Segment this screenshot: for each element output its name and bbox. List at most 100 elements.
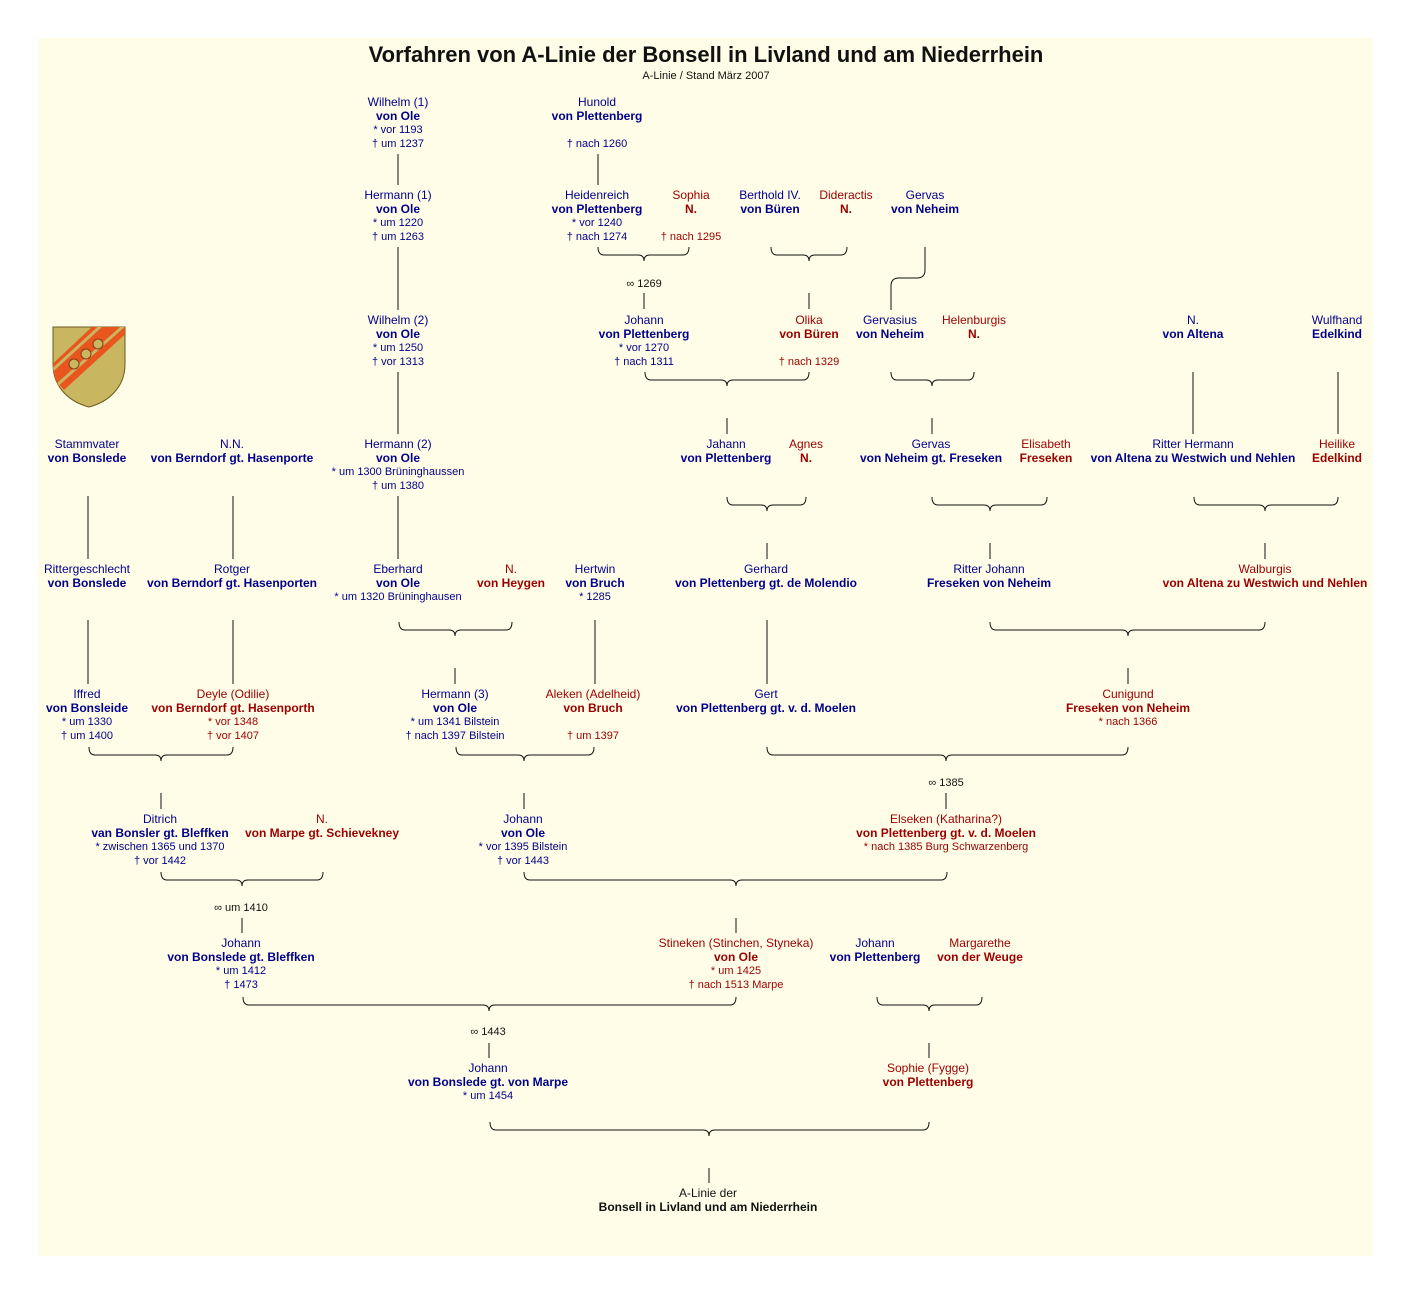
person-date: † 1473 bbox=[224, 979, 258, 991]
person-name: Gerhard bbox=[743, 562, 789, 576]
connector bbox=[489, 1121, 930, 1137]
marriage-label: ∞ 1385 bbox=[928, 777, 964, 789]
connector bbox=[160, 871, 324, 887]
person-hermann1: Hermann (1)von Ole* um 1220† um 1263 bbox=[364, 188, 431, 244]
person-deyle: Deyle (Odilie)von Berndorf gt. Hasenport… bbox=[151, 687, 314, 743]
person-name: Johann bbox=[624, 313, 664, 327]
person-name: Olika bbox=[795, 313, 823, 327]
person-date: † nach 1274 bbox=[566, 231, 628, 243]
person-name: Hunold bbox=[577, 95, 617, 109]
person-name: Ritter Hermann bbox=[1152, 437, 1234, 451]
person-name: Berthold IV. bbox=[739, 188, 801, 202]
person-name: Johann bbox=[468, 1061, 508, 1075]
connector bbox=[766, 746, 1129, 762]
person-family: von Altena zu Westwich und Nehlen bbox=[1090, 451, 1296, 465]
person-name: Jahann bbox=[706, 437, 746, 451]
person-family: von Plettenberg gt. de Molendio bbox=[674, 576, 858, 590]
person-family: N. bbox=[685, 202, 697, 216]
person-date: * zwischen 1365 und 1370 bbox=[95, 841, 225, 853]
person-name: Iffred bbox=[73, 687, 101, 701]
person-date: † nach 1329 bbox=[778, 356, 840, 368]
person-family: von Plettenberg bbox=[598, 327, 690, 341]
connector bbox=[770, 246, 848, 262]
connector bbox=[398, 621, 513, 637]
person-stineken: Stineken (Stinchen, Styneka)von Ole* um … bbox=[659, 936, 814, 992]
person-name: Agnes bbox=[788, 437, 824, 451]
person-family: Edelkind bbox=[1311, 327, 1363, 341]
person-name: Gervas bbox=[911, 437, 951, 451]
person-berthold: Berthold IV.von Büren bbox=[739, 188, 801, 216]
person-family: von Neheim bbox=[855, 327, 925, 341]
person-name: Dideractis bbox=[819, 188, 873, 202]
person-family: von Ole bbox=[375, 327, 421, 341]
person-family: von Berndorf gt. Hasenporth bbox=[151, 701, 315, 715]
person-elseken: Elseken (Katharina?)von Plettenberg gt. … bbox=[856, 812, 1036, 854]
person-date: * um 1220 bbox=[372, 217, 424, 229]
person-name: Rotger bbox=[213, 562, 251, 576]
person-family: N. bbox=[839, 202, 852, 216]
person-family: von Bruch bbox=[565, 576, 625, 590]
chart-background bbox=[38, 38, 1373, 1256]
person-date: † um 1397 bbox=[567, 730, 619, 742]
person-date: † vor 1443 bbox=[497, 855, 549, 867]
person-family: von Plettenberg bbox=[680, 451, 772, 465]
person-name: Hermann (3) bbox=[421, 687, 489, 701]
connector bbox=[597, 246, 690, 262]
person-family: von Heygen bbox=[476, 576, 546, 590]
person-family: von der Weuge bbox=[937, 950, 1023, 964]
person-family: von Plettenberg bbox=[882, 1075, 974, 1089]
person-n_marpe: N.von Marpe gt. Schievekney bbox=[245, 812, 399, 840]
person-family: von Bonslede gt. von Marpe bbox=[407, 1075, 569, 1089]
person-name: Gert bbox=[754, 687, 778, 701]
person-name: Elisabeth bbox=[1021, 437, 1071, 451]
person-nn_berndorf: N.N.von Berndorf gt. Hasenporte bbox=[151, 437, 314, 465]
person-name: Elseken (Katharina?) bbox=[889, 812, 1003, 826]
person-date: * 1285 bbox=[579, 591, 611, 603]
person-name: Margarethe bbox=[949, 936, 1011, 950]
person-family: von Plettenberg bbox=[829, 950, 921, 964]
person-family: von Berndorf gt. Hasenporten bbox=[146, 576, 318, 590]
person-date: * vor 1348 bbox=[207, 716, 259, 728]
person-family: von Berndorf gt. Hasenporte bbox=[150, 451, 314, 465]
connector bbox=[989, 621, 1266, 637]
person-date bbox=[546, 715, 641, 729]
person-name: Stineken (Stinchen, Styneka) bbox=[658, 936, 814, 950]
person-family: von Ole bbox=[375, 451, 420, 465]
person-name: Walburgis bbox=[1238, 562, 1292, 576]
person-date: * vor 1240 bbox=[571, 217, 623, 229]
person-family: von Bonslede bbox=[47, 451, 127, 465]
person-date: * um 1454 bbox=[462, 1090, 514, 1102]
person-name: Johann bbox=[855, 936, 895, 950]
connector bbox=[88, 746, 234, 762]
person-family: von Plettenberg gt. v. d. Moelen bbox=[856, 826, 1036, 840]
person-name: N.N. bbox=[220, 437, 244, 451]
person-name: Johann bbox=[503, 812, 543, 826]
person-date: † nach 1260 bbox=[566, 138, 628, 150]
person-date bbox=[661, 216, 722, 230]
person-family: von Ole bbox=[500, 826, 546, 840]
person-name: Rittergeschlecht bbox=[43, 562, 131, 576]
person-family: von Ole bbox=[375, 109, 421, 123]
person-date: * vor 1193 bbox=[373, 124, 423, 136]
person-name: Deyle (Odilie) bbox=[196, 687, 270, 701]
person-name: Cunigund bbox=[1102, 687, 1154, 701]
marriage-label: ∞ um 1410 bbox=[214, 902, 268, 914]
connector bbox=[726, 496, 807, 512]
